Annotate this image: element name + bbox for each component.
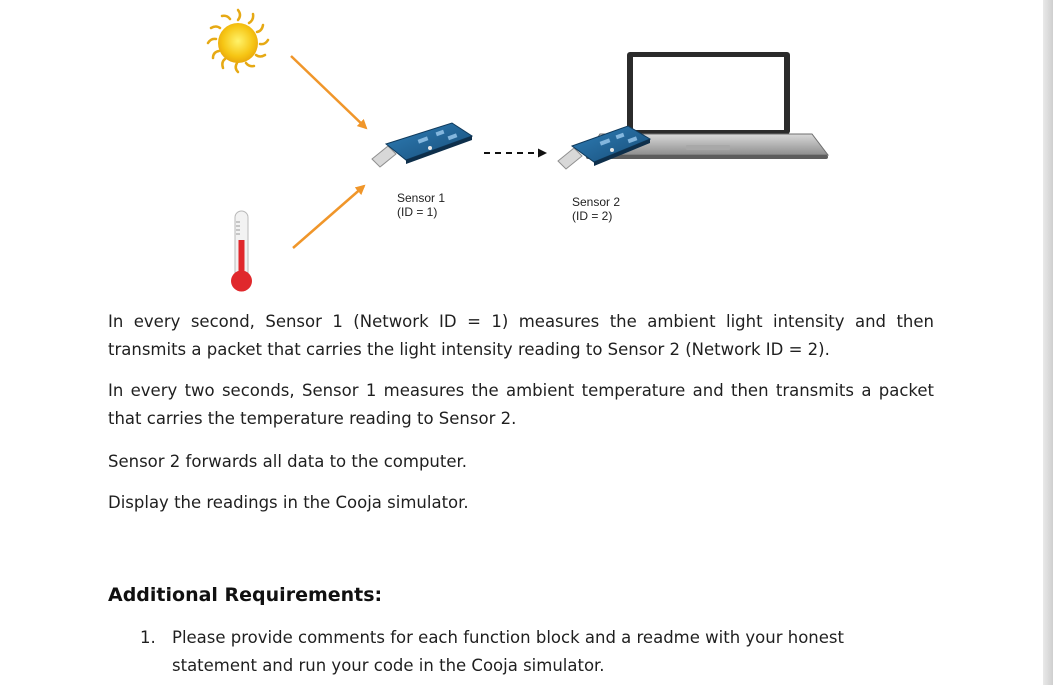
- sensor-2-board-icon: [557, 125, 652, 170]
- sensor-1-name: Sensor 1: [397, 191, 446, 205]
- thermometer-to-sensor-arrow: [292, 184, 366, 249]
- laptop-icon: [585, 52, 830, 159]
- paragraph-light-intensity: In every second, Sensor 1 (Network ID = …: [108, 312, 934, 359]
- sensor-1-board-icon: [371, 122, 474, 168]
- list-item: 1. Please provide comments for each func…: [140, 624, 900, 680]
- paragraph-display: Display the readings in the Cooja simula…: [108, 493, 469, 512]
- sensor-1-label: Sensor 1 (ID = 1): [397, 191, 445, 219]
- paragraph-forward: Sensor 2 forwards all data to the comput…: [108, 452, 468, 471]
- sun-icon: [206, 8, 270, 74]
- sun-to-sensor-arrow: [290, 55, 368, 130]
- sensor-1-id: (ID = 1): [397, 205, 438, 219]
- additional-requirements-heading: Additional Requirements:: [108, 584, 383, 606]
- requirements-list: 1. Please provide comments for each func…: [140, 624, 900, 680]
- list-item-text: Please provide comments for each functio…: [172, 628, 844, 675]
- paragraph-temperature: In every two seconds, Sensor 1 measures …: [108, 381, 934, 428]
- sensor-2-name: Sensor 2: [572, 195, 621, 209]
- network-diagram: [206, 8, 830, 292]
- page-edge-shadow: [1043, 0, 1053, 685]
- list-item-number: 1.: [140, 628, 156, 647]
- sensor-2-label: Sensor 2 (ID = 2): [572, 195, 620, 223]
- sensor-2-id: (ID = 2): [572, 209, 613, 223]
- thermometer-icon: [231, 210, 252, 292]
